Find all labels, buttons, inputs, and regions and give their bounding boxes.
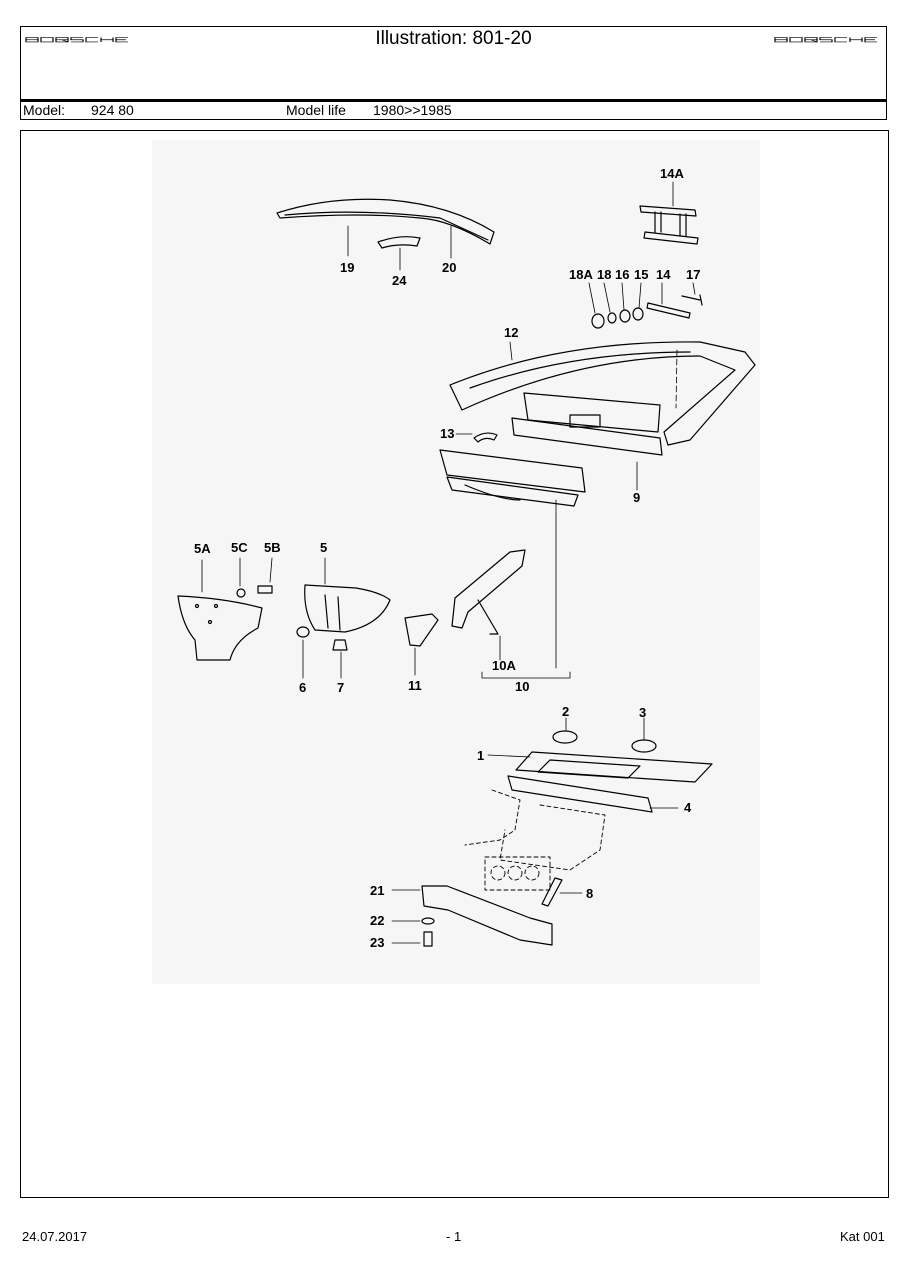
callout-11: 11 — [408, 678, 422, 693]
illustration-frame — [20, 130, 889, 1198]
callout-18A: 18A — [569, 267, 593, 282]
part-21-crossmember — [391, 885, 553, 946]
callout-1: 1 — [477, 748, 484, 763]
callout-2: 2 — [562, 704, 569, 719]
header-box: Illustration: 801-20 Model: 924 80 Model… — [20, 26, 887, 120]
part-9-crossmember — [439, 449, 638, 669]
parts-2-3-plugs — [552, 717, 657, 753]
callout-3: 3 — [639, 705, 646, 720]
model-value: 924 80 — [91, 102, 134, 118]
part-4-crossmember — [507, 775, 679, 813]
part-1-floor-panel — [487, 751, 713, 783]
porsche-logo-left — [25, 37, 129, 43]
callout-20: 20 — [442, 260, 456, 275]
callout-10: 10 — [515, 679, 529, 694]
callout-15: 15 — [634, 267, 648, 282]
model-label: Model: — [23, 102, 66, 118]
model-life-value: 1980>>1985 — [373, 102, 452, 118]
callout-16: 16 — [615, 267, 629, 282]
callout-7: 7 — [337, 680, 344, 695]
porsche-wordmark-icon — [774, 37, 877, 43]
callout-12: 12 — [504, 325, 518, 340]
dashed-body-outline — [464, 789, 606, 891]
part-rear-panel — [511, 392, 663, 456]
callout-19: 19 — [340, 260, 354, 275]
footer-catalog: Kat 001 — [840, 1229, 885, 1244]
callout-6: 6 — [299, 680, 306, 695]
callout-10A: 10A — [492, 658, 516, 673]
callout-17: 17 — [686, 267, 700, 282]
footer-page-number: - 1 — [446, 1229, 462, 1244]
model-life-label: Model life — [286, 102, 346, 118]
part-5C-5B-fasteners — [236, 557, 273, 598]
part-13-clip — [455, 432, 498, 443]
footer-date: 24.07.2017 — [22, 1229, 88, 1244]
part-12-rear-frame — [449, 341, 756, 446]
callout-5A: 5A — [194, 541, 211, 556]
model-bar: Model: 924 80 Model life 1980>>1985 — [21, 99, 886, 120]
part-20-roof-panel — [276, 198, 495, 259]
porsche-wordmark-icon — [25, 37, 128, 43]
callout-21: 21 — [370, 883, 384, 898]
parts-22-23-fasteners — [391, 917, 435, 947]
part-14A-hinge — [639, 181, 699, 245]
callout-22: 22 — [370, 913, 384, 928]
callout-9: 9 — [633, 490, 640, 505]
illustration-title: Illustration: 801-20 — [375, 28, 532, 49]
part-8-clip — [541, 877, 583, 907]
callout-18: 18 — [597, 267, 611, 282]
porsche-logo-right — [774, 37, 878, 43]
part-11-bracket — [404, 613, 439, 676]
callout-4: 4 — [684, 800, 692, 815]
callout-14A: 14A — [660, 166, 684, 181]
part-5-bracket — [304, 557, 391, 633]
part-24-patch — [377, 236, 421, 271]
callout-5: 5 — [320, 540, 327, 555]
callout-23: 23 — [370, 935, 384, 950]
callout-14: 14 — [656, 267, 671, 282]
callout-8: 8 — [586, 886, 593, 901]
parts-6-7 — [296, 626, 348, 679]
drawing-background — [152, 140, 760, 984]
callout-24: 24 — [392, 273, 407, 288]
part-10A-support — [451, 549, 571, 679]
callout-13: 13 — [440, 426, 454, 441]
part-5A-bracket — [177, 559, 263, 661]
callout-5B: 5B — [264, 540, 281, 555]
callout-5C: 5C — [231, 540, 248, 555]
fasteners-18A-17 — [588, 282, 703, 329]
